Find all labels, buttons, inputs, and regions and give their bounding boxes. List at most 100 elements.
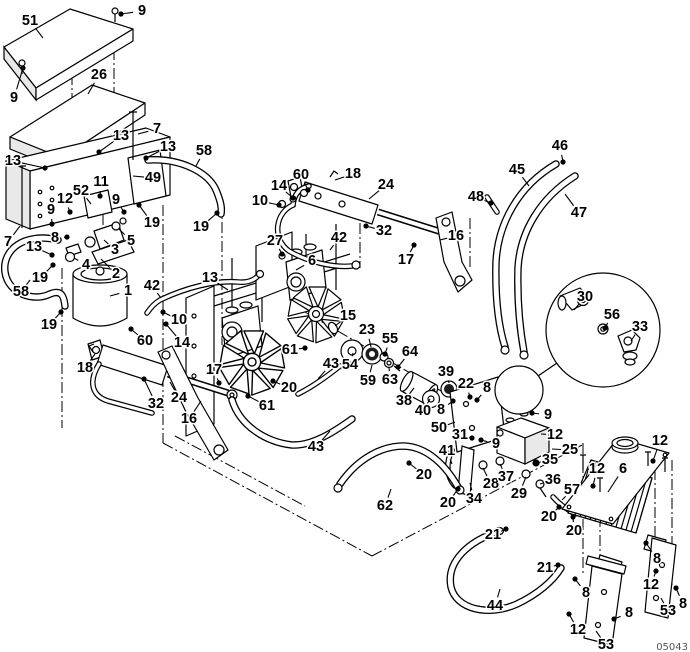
- leader-line-40: [427, 398, 431, 404]
- callout-21: 21: [485, 527, 501, 543]
- leader-line-13: [98, 140, 115, 153]
- callout-30: 30: [577, 289, 593, 305]
- hose-58-left: [1, 234, 69, 310]
- fastener-dot-13: [49, 252, 55, 258]
- callout-44: 44: [487, 598, 503, 614]
- callout-61: 61: [259, 398, 275, 414]
- fastener-dot-20: [556, 504, 562, 510]
- fastener-dot-9: [20, 65, 26, 71]
- fastener-dot-32: [363, 223, 369, 229]
- fastener-dot-9: [118, 11, 124, 17]
- callout-1: 1: [124, 283, 132, 299]
- rod-7-right: [129, 111, 137, 160]
- leader-line-54: [351, 352, 354, 357]
- hose-44: [446, 526, 565, 614]
- callout-20: 20: [281, 380, 297, 396]
- leader-line-37: [499, 463, 503, 470]
- fitting-5: [111, 221, 121, 231]
- callout-13: 13: [160, 139, 176, 155]
- callout-9: 9: [47, 202, 55, 218]
- fastener-dot-11: [97, 193, 103, 199]
- callout-10: 10: [252, 193, 268, 209]
- hose-58-right: [144, 156, 226, 218]
- callout-10: 10: [171, 312, 187, 328]
- callout-64: 64: [402, 344, 418, 360]
- valve-3: [84, 217, 127, 250]
- callout-52: 52: [73, 183, 89, 199]
- fitting-28: [478, 460, 488, 470]
- detail-source-circle: [494, 365, 544, 415]
- fastener-dot-14: [290, 195, 296, 201]
- callout-13: 13: [26, 239, 42, 255]
- callout-63: 63: [382, 372, 398, 388]
- callout-56: 56: [604, 307, 620, 323]
- leader-line-53: [660, 597, 665, 604]
- leader-line-45: [521, 176, 530, 187]
- callout-9: 9: [138, 3, 146, 19]
- leader-line-53: [595, 630, 602, 638]
- leader-line-26: [87, 82, 95, 95]
- callout-17: 17: [398, 252, 414, 268]
- callout-13: 13: [113, 128, 129, 144]
- oil-filter-1: [72, 264, 128, 327]
- leader-layer: [12, 11, 680, 638]
- cylinder-24-top: [287, 170, 458, 242]
- fastener-dot-20: [270, 378, 276, 384]
- callout-13: 13: [5, 153, 21, 169]
- leader-line-15: [334, 321, 342, 327]
- fastener-dot-19: [136, 202, 142, 208]
- fastener-dot-46: [560, 159, 566, 165]
- leader-line-25: [551, 448, 562, 451]
- fastener-dot-17: [216, 380, 222, 386]
- coupling-train: [327, 321, 458, 409]
- callout-38: 38: [396, 393, 412, 409]
- hose-47: [500, 172, 579, 360]
- callout-36: 36: [545, 472, 561, 488]
- callout-20: 20: [440, 495, 456, 511]
- callout-8: 8: [625, 605, 633, 621]
- cylinder-24-bottom: [87, 339, 238, 416]
- fastener-dot-19: [50, 262, 56, 268]
- leader-line-44: [497, 588, 501, 598]
- callout-16: 16: [181, 411, 197, 427]
- hose-43-upper: [295, 363, 343, 397]
- callout-18: 18: [345, 166, 361, 182]
- callout-53: 53: [598, 637, 614, 652]
- callout-34: 34: [466, 491, 482, 507]
- fitting-37: [495, 456, 505, 466]
- leader-line-9: [16, 67, 24, 90]
- callout-27: 27: [267, 233, 283, 249]
- leader-line-7: [137, 130, 149, 135]
- callout-20: 20: [566, 523, 582, 539]
- callout-47: 47: [571, 205, 587, 221]
- fastener-dot-21: [555, 562, 561, 568]
- fastener-dot-8: [643, 540, 649, 546]
- callout-54: 54: [342, 357, 358, 373]
- leader-line-32: [143, 378, 153, 397]
- fastener-dot-12: [67, 209, 73, 215]
- callout-20: 20: [541, 509, 557, 525]
- leader-line-6: [607, 476, 619, 493]
- cooling-fan-right: [287, 286, 345, 344]
- callout-8: 8: [437, 402, 445, 418]
- leader-line-33: [630, 334, 636, 342]
- hose-43-lower: [228, 396, 356, 449]
- hose-42-lower: [144, 269, 265, 316]
- callout-12: 12: [643, 577, 659, 593]
- callout-19: 19: [144, 215, 160, 231]
- leader-line-34: [469, 482, 473, 491]
- leader-line-13: [217, 282, 229, 291]
- fastener-dot-9: [529, 410, 535, 416]
- leader-line-43: [321, 430, 331, 441]
- fastener-dot-56: [602, 325, 608, 331]
- callout-4: 4: [82, 257, 90, 273]
- fastener-dot-48: [488, 200, 494, 206]
- fastener-dot-9: [121, 209, 127, 215]
- callout-31: 31: [452, 427, 468, 443]
- leader-line-7: [12, 225, 21, 236]
- screw-glyphs: [18, 7, 668, 492]
- fastener-dot-12: [653, 568, 659, 574]
- cooling-fan-left: [218, 330, 286, 396]
- fastener-dot-61: [302, 345, 308, 351]
